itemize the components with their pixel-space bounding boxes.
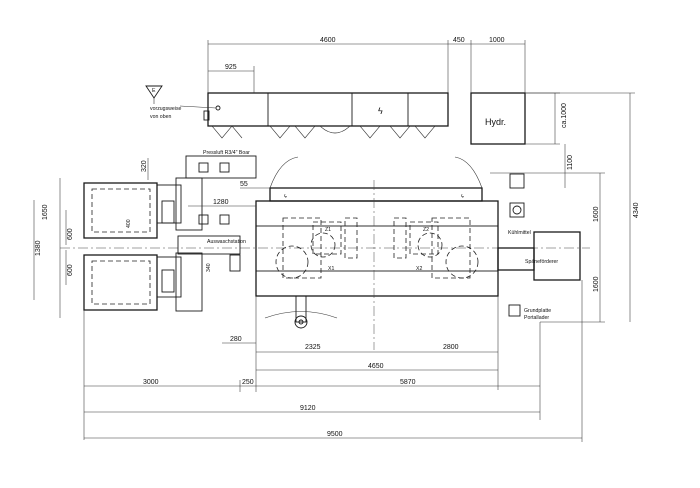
dim-600-a: 600	[67, 228, 74, 240]
dim-4340: 4340	[633, 202, 640, 218]
kuehlmittel-label: Kühlmittel	[508, 230, 531, 236]
dim-4600: 4600	[320, 37, 336, 44]
view-note-line1: vorzugsweise	[150, 106, 182, 112]
dim-340: 340	[206, 263, 212, 272]
dim-250: 250	[242, 379, 254, 386]
axis-z2: Z2	[423, 227, 429, 233]
dim-9500: 9500	[327, 431, 343, 438]
dim-4650: 4650	[368, 363, 384, 370]
junction-point	[215, 105, 221, 111]
air-connection: Pressluft R3/4" Boar	[185, 150, 257, 225]
bottom-dimensions: 2325 2800 4650 3000 250 5870 9120 9500	[83, 280, 583, 442]
dim-450: 450	[453, 37, 465, 44]
dim-55: 55	[240, 181, 248, 188]
view-note-line2: von oben	[150, 114, 171, 120]
right-dimensions: ca.1000 1100 1600 1600 4340	[490, 92, 640, 323]
dim-3000: 3000	[143, 379, 159, 386]
loading-station-lower	[83, 252, 203, 312]
view-marker: E vorzugsweise von oben	[145, 85, 217, 120]
hydr-label: Hydr.	[485, 117, 506, 127]
dim-9120: 9120	[300, 405, 316, 412]
axis-z1: Z1	[325, 227, 331, 233]
dim-925: 925	[225, 64, 237, 71]
grundplatte-line2: Portallader	[524, 315, 549, 321]
dim-1650: 1650	[42, 204, 49, 220]
hv-symbol-right: ϟ	[461, 194, 464, 200]
left-dimensions: 1650 1380 600 600 400 320 340 55 1280 28…	[33, 158, 270, 392]
control-cabinet-row: ϟ	[203, 92, 449, 139]
dim-1600-upper: 1600	[593, 206, 600, 222]
dim-600-b: 600	[67, 264, 74, 276]
dim-1600-lower: 1600	[593, 276, 600, 292]
dim-320: 320	[141, 160, 148, 172]
grundplatte-line1: Grundplatte	[524, 308, 551, 314]
dim-ca1000: ca.1000	[561, 103, 568, 128]
e-marker-label: E	[152, 88, 156, 94]
dim-2325: 2325	[305, 344, 321, 351]
dim-400: 400	[126, 219, 132, 228]
auswaschstation-label: Auswaschstation	[207, 239, 246, 245]
dim-1100: 1100	[567, 155, 574, 170]
pressluft-label: Pressluft R3/4" Boar	[203, 150, 250, 156]
dim-2800: 2800	[443, 344, 459, 351]
top-dimension-chain: 4600 450 1000 925	[207, 37, 526, 93]
dim-1280: 1280	[213, 199, 229, 206]
hydraulic-unit: Hydr.	[470, 92, 526, 145]
base-plate: Grundplatte Portallader	[508, 304, 551, 321]
spaenefoerderer-label: Späneförderer	[525, 259, 558, 265]
coolant-unit: Kühlmittel	[508, 173, 531, 236]
wash-station: Auswaschstation	[177, 235, 246, 272]
chip-conveyor: Späneförderer	[497, 231, 581, 281]
dim-1000: 1000	[489, 37, 505, 44]
axis-x2: X2	[416, 266, 422, 272]
dim-280: 280	[230, 336, 242, 343]
machine-frame: ϟ ϟ Z1 X1 Z2 X2	[60, 156, 590, 350]
hv-symbol-cabinet: ϟ	[378, 106, 383, 116]
dim-1380: 1380	[35, 240, 42, 256]
dim-5870: 5870	[400, 379, 416, 386]
axis-x1: X1	[328, 266, 334, 272]
loading-station-upper	[83, 177, 203, 239]
hv-symbol-left: ϟ	[284, 194, 287, 200]
